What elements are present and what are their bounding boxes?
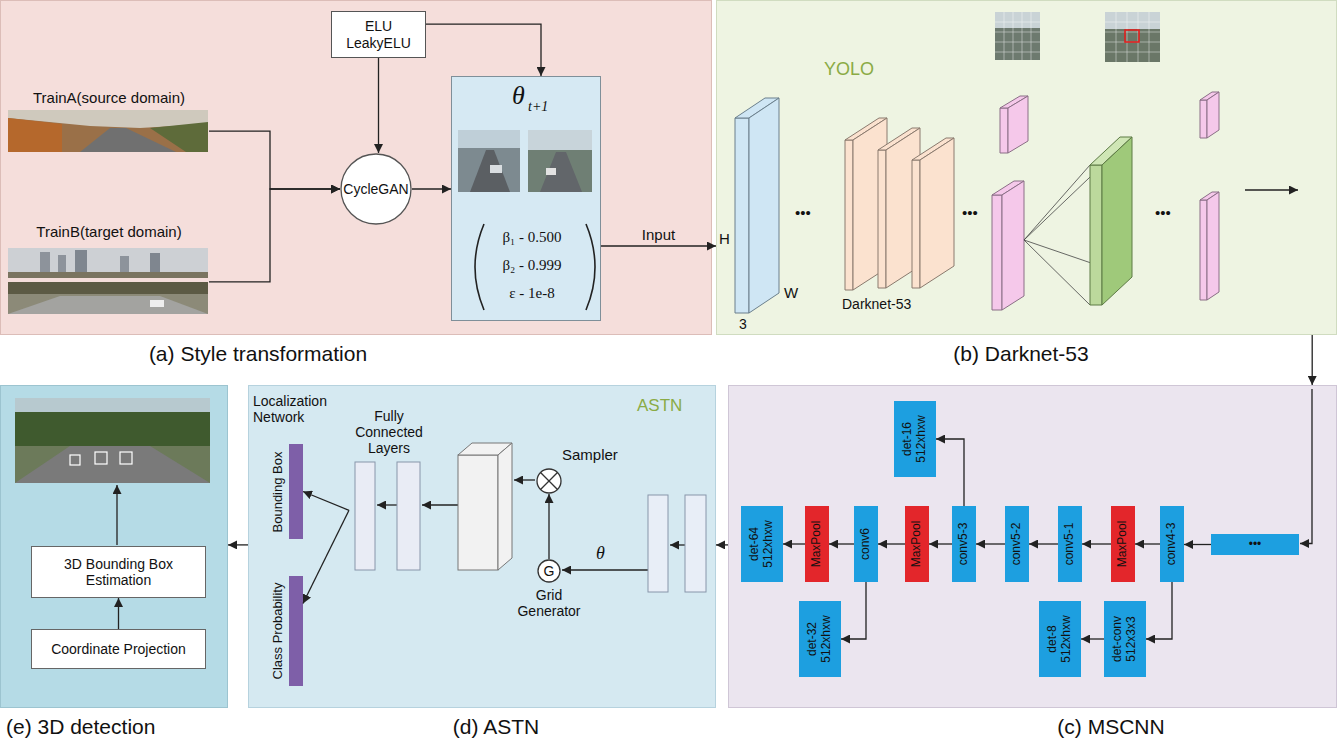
panel-caption: (c) MSCNN [911,715,1311,739]
annotation-label: H [719,230,730,247]
conv-box: conv4-3 [1160,506,1184,582]
detection-box: det-64 512xhxw [741,506,783,582]
panel-title: YOLO [824,59,904,80]
image-node: TrainA(source domain) [9,89,209,153]
panel-caption: (a) Style transformation [58,342,458,366]
panel: (c) MSCNNdet-16 512xhxwdet-64 512xhxwMax… [728,385,1337,708]
process-circle: CycleGAN [340,153,412,225]
node-text: det-conv 512x3x3 [1111,609,1139,669]
annotation-label: ••• [795,204,811,221]
input-bar: ••• [1211,534,1299,555]
matrix-row: β₂ - 0.999 [482,257,582,274]
pooling-box: MaxPool [1111,506,1135,582]
node-text: Class Probability [271,574,286,689]
annotation-label: 3 [739,316,747,332]
process-box: Coordinate Projection [31,629,206,669]
panel: (e) 3D detection3D Bounding Box Estimati… [0,385,228,708]
node-text: conv5-2 [1010,509,1024,579]
layer-group: Fully Connected Layers [349,408,429,573]
multiply-symbol [541,473,558,490]
annotation-label: θ⃗ [596,543,619,564]
detection-box: det-32 512xhxw [799,601,841,677]
node-text: G [544,563,555,579]
node-text: MaxPool [910,509,924,579]
output-bar: Bounding Box [289,444,303,539]
text-holder: G [537,559,561,583]
text-holder: 3D Bounding Box Estimation [32,547,205,597]
image-heading: TrainB(target domain) [9,223,209,240]
node-text: Fully Connected Layers [349,408,429,456]
node-text: Bounding Box [271,442,286,542]
text-holder: ELU LeakyELU [332,12,425,57]
annotation-label: ••• [962,204,978,221]
node-text: MaxPool [1116,509,1130,579]
node-text: ELU LeakyELU [344,18,414,50]
image-node: TrainB(target domain) [9,223,209,315]
node-text: Grid Generator [512,587,587,619]
node-text: conv5-1 [1063,509,1077,579]
node-text: conv5-3 [957,509,971,579]
node-text: det-16 512xhxw [901,409,929,469]
detection-box: det-conv 512x3x3 [1104,601,1146,677]
conv-box: conv5-2 [1005,506,1029,582]
matrix-row: β₁ - 0.500 [482,229,582,246]
annotation-label: Localization Network [253,393,343,425]
node-text: ••• [1249,538,1262,552]
process-box: 3D Bounding Box Estimation [31,546,206,598]
edge-label: Input [642,226,675,243]
image-heading: TrainA(source domain) [9,89,209,106]
pooling-box: MaxPool [805,506,829,582]
node-outline [341,154,411,224]
annotation-label: ••• [1155,204,1171,221]
node-shape [536,468,562,494]
panel: (a) Style transformationELU LeakyELUTrai… [0,0,712,335]
process-box: ELU LeakyELU [331,11,426,58]
pooling-box: MaxPool [905,506,929,582]
node-outline [538,560,560,582]
multiply-symbol [541,473,558,490]
panel: (b) Darknet-53YOLO [716,0,1337,335]
annotation-label: W [784,284,798,301]
node-text: det-32 512xhxw [806,609,834,669]
node-text: MaxPool [810,509,824,579]
connector [228,544,248,545]
node-outline [537,469,561,493]
conv-box: conv6 [854,506,878,582]
matrix-row: ε - 1e-8 [482,285,582,302]
node-text: conv4-3 [1165,509,1179,579]
conv-box: conv5-1 [1058,506,1082,582]
panel-caption: (b) Darknet-53 [821,342,1221,366]
detection-box: det-8 512xhxw [1039,601,1081,677]
text-holder: Coordinate Projection [32,630,205,668]
node-text: CycleGAN [343,181,408,197]
subscript: t+1 [528,99,568,115]
node-text: Coordinate Projection [51,641,186,657]
conv-box: conv5-3 [952,506,976,582]
output-bar: Class Probability [289,576,303,686]
node-text: det-8 512xhxw [1046,609,1074,669]
node-text: det-64 512xhxw [748,514,776,574]
panel-caption: (e) 3D detection [6,715,226,739]
panel: (d) ASTNASTNBounding BoxClass Probabilit… [248,385,716,708]
text-holder: ••• [1211,534,1299,555]
panel-title: ASTN [637,396,707,416]
detection-box: det-16 512xhxw [894,401,936,477]
text-holder: CycleGAN [340,153,412,225]
node-text: Sampler [562,446,642,463]
annotation-label: Darknet-53 [842,296,911,312]
node-text: 3D Bounding Box Estimation [54,556,184,588]
parameter-box: θt+1β₁ - 0.500β₂ - 0.999ε - 1e-8 [451,76,601,321]
sampler-circle: Sampler [536,468,562,494]
generator-circle: GGrid Generator [537,559,561,583]
node-text: conv6 [859,509,873,579]
connector [716,544,728,545]
panel-caption: (d) ASTN [296,715,696,739]
connector [1312,335,1313,385]
